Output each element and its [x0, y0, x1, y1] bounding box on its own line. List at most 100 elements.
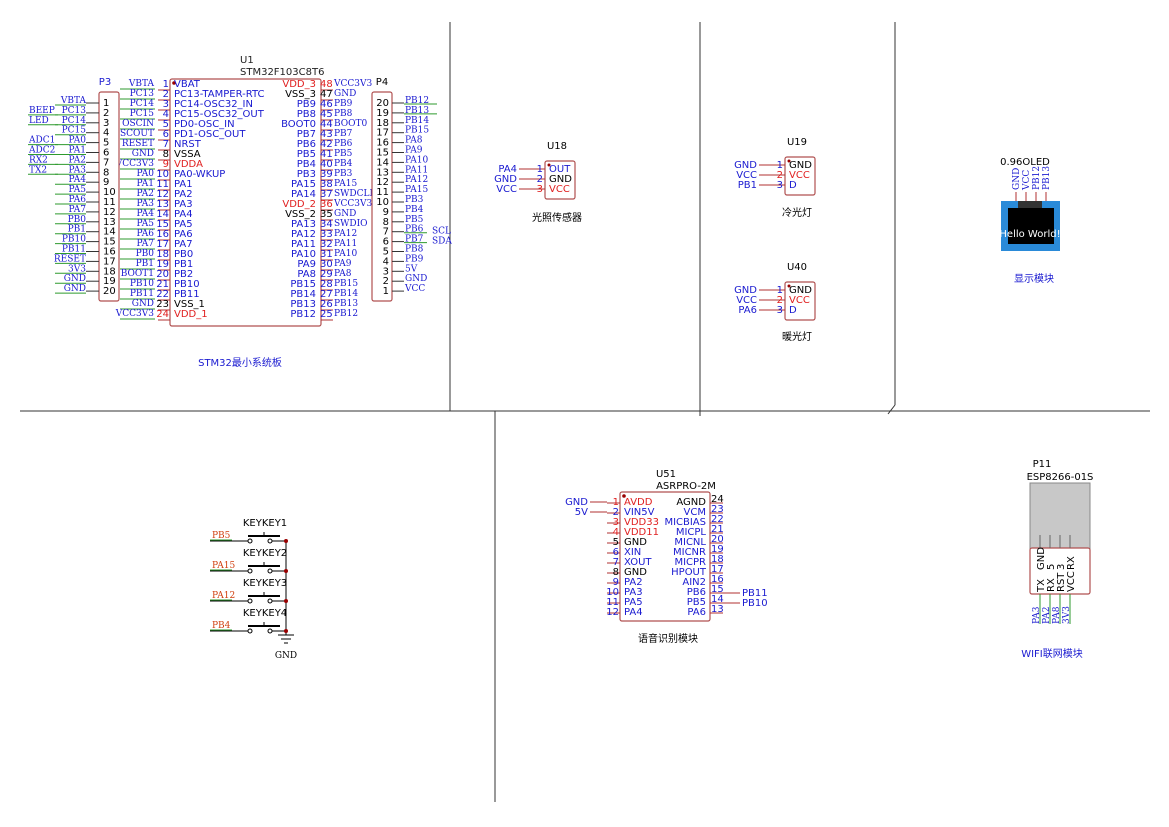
u51-pin-name: PA3	[624, 587, 643, 598]
u1-pin-name: PB14	[290, 289, 316, 300]
u18-pin-number: 1	[537, 164, 543, 175]
p3-alias-label: ADC2	[28, 146, 55, 156]
u51-pin-name: PA6	[687, 607, 706, 618]
u1-pin-name: PA13	[291, 219, 316, 230]
u51-pin-name: GND	[624, 537, 647, 548]
u1-pin-name: NRST	[174, 139, 202, 150]
u51-net-label: GND	[565, 497, 588, 508]
p3-alias-label: RX2	[29, 155, 48, 165]
p4-pin-number: 15	[376, 148, 389, 159]
p3-net-label: VBTA	[60, 96, 87, 106]
u1-net-label: PB14	[334, 289, 358, 299]
oled-pin-label: PB12	[1032, 166, 1042, 190]
u1-net-label: PB3	[334, 169, 353, 179]
u51-pin-number: 21	[711, 524, 724, 535]
u1-net-label: PB10	[130, 279, 154, 289]
u1-pin-number: 40	[320, 159, 333, 170]
u40-pin-name: VCC	[789, 295, 810, 306]
u1-pin-name: PC14-OSC32_IN	[174, 99, 253, 110]
u1-net-label: PA6	[137, 229, 155, 239]
u1-pin-name: PB6	[297, 139, 316, 150]
key-net-label: PA15	[212, 561, 235, 571]
u1-pin-number: 46	[320, 99, 333, 110]
u51-net-label: PB10	[742, 598, 768, 609]
pin1-marker	[547, 163, 551, 167]
u1-net-label: PA7	[137, 239, 155, 249]
p3-pin-number: 9	[103, 177, 109, 188]
p4-pin-number: 1	[383, 286, 389, 297]
u1-net-label: PB15	[334, 279, 358, 289]
p3-pin-number: 18	[103, 266, 116, 277]
p4-pin-number: 9	[383, 207, 389, 218]
key-contact	[247, 628, 253, 634]
oled-screen	[1008, 208, 1054, 244]
p4-pin-number: 18	[376, 118, 389, 129]
p4-pin-number: 8	[383, 217, 389, 228]
u1-pin-name: VDD_3	[282, 79, 316, 90]
p3-net-label: PB11	[62, 245, 86, 255]
u1-pin-name: PB7	[297, 129, 316, 140]
u1-net-label: PB11	[130, 289, 154, 299]
u1-net-label: PA9	[334, 259, 352, 269]
u51-pin-number: 14	[711, 594, 724, 605]
u19-net-label: VCC	[736, 170, 757, 181]
key-contact	[247, 538, 253, 544]
u1-net-label: RESET	[122, 139, 154, 149]
u1-pin-name: VDDA	[174, 159, 203, 170]
u1-pin-number: 45	[320, 109, 333, 120]
junction-dot	[284, 629, 288, 633]
u51-pin-number: 3	[613, 517, 619, 528]
u1-pin-name: PC15-OSC32_OUT	[174, 109, 265, 120]
u1-pin-number: 25	[320, 309, 333, 320]
u40-pin-number: 2	[777, 295, 783, 306]
p3-net-label: GND	[64, 274, 86, 284]
u1-pin-number: 47	[320, 89, 333, 100]
key-net-label: PA12	[212, 591, 235, 601]
p3-net-label: RESET	[54, 254, 86, 264]
p4-alias-label: SDA	[432, 237, 452, 247]
u1-net-label: GND	[334, 89, 356, 99]
u1-net-label: PA2	[137, 189, 154, 199]
p3-pin-number: 17	[103, 256, 116, 267]
u1-pin-number: 17	[156, 239, 169, 250]
u51-pin-name: VIN5V	[624, 507, 655, 518]
u1-pin-name: PA12	[291, 229, 316, 240]
u1-net-label: BOOT0	[334, 119, 368, 129]
u1-net-label: PC13	[130, 89, 155, 99]
u1-pin-number: 8	[163, 149, 169, 160]
u18-pin-name: OUT	[549, 164, 571, 175]
u1-pin-number: 2	[163, 89, 169, 100]
u51-pin-number: 20	[711, 534, 724, 545]
section-divider-line	[887, 404, 896, 415]
u1-pin-name: PB9	[297, 99, 316, 110]
u1-pin-number: 4	[163, 109, 169, 120]
u1-pin-number: 13	[156, 199, 169, 210]
p11-net-label: PA3	[1032, 606, 1042, 624]
junction-dot	[284, 539, 288, 543]
p3-pin-number: 5	[103, 138, 109, 149]
u1-pin-name: PC13-TAMPER-RTC	[174, 89, 264, 100]
u1-pin-number: 23	[156, 299, 169, 310]
u1-pin-name: PB2	[174, 269, 193, 280]
p3-net-label: PA3	[69, 165, 87, 175]
p3-body	[98, 91, 120, 302]
u51-pin-name: VDD11	[624, 527, 659, 538]
p4-pin-number: 16	[376, 138, 389, 149]
key-contact	[267, 628, 273, 634]
p4-pin-number: 10	[376, 197, 389, 208]
oled-pin-label: PB13	[1042, 166, 1052, 190]
p3-net-label: PA6	[69, 195, 87, 205]
p11-pin-label-bottom: RST	[1056, 572, 1067, 592]
u1-pin-number: 42	[320, 139, 333, 150]
p3-pin-number: 14	[103, 227, 116, 238]
u51-pin-number: 2	[613, 507, 619, 518]
p3-pin-number: 1	[103, 98, 109, 109]
pin1-marker	[622, 494, 626, 498]
u1-pin-name: PD0-OSC_IN	[174, 119, 235, 130]
u1-net-label: GND	[132, 299, 154, 309]
u1-pin-name: PB10	[174, 279, 200, 290]
u40-pin-number: 3	[777, 305, 783, 316]
junction-dot	[284, 569, 288, 573]
p3-pin-number: 12	[103, 207, 116, 218]
p3-alias-label: BEEP	[29, 106, 55, 116]
